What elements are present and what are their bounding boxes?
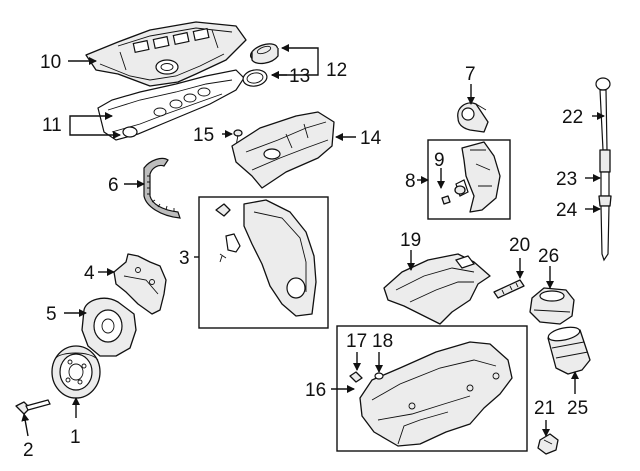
callout-7: 7 <box>465 64 476 85</box>
callout-25: 25 <box>567 398 588 419</box>
callout-24: 24 <box>556 200 578 221</box>
callout-16: 16 <box>305 380 326 401</box>
part-oil-filter <box>547 326 591 375</box>
callout-21: 21 <box>534 398 555 419</box>
callout-14: 14 <box>360 128 382 149</box>
callout-4: 4 <box>84 263 95 284</box>
callout-23: 23 <box>556 169 577 190</box>
callout-19: 19 <box>400 230 421 251</box>
part-oil-pickup <box>493 279 525 299</box>
callout-11: 11 <box>42 115 62 136</box>
leader-lines <box>21 44 605 437</box>
callout-8: 8 <box>405 171 416 192</box>
part-timing-cover-group <box>215 199 317 317</box>
callout-20: 20 <box>509 235 530 256</box>
callout-3: 3 <box>179 248 190 269</box>
callout-1: 1 <box>70 427 81 448</box>
part-timing-belt <box>143 157 181 219</box>
part-pulley-bolt <box>15 399 51 415</box>
callout-17: 17 <box>346 331 367 352</box>
part-inner-timing-cover <box>113 253 167 315</box>
part-filter-housing <box>529 287 575 325</box>
callout-12: 12 <box>326 60 347 81</box>
part-cap-seal <box>242 69 268 87</box>
part-valve-cover <box>85 21 247 87</box>
part-drain-plug <box>537 433 559 455</box>
callout-6: 6 <box>108 175 119 196</box>
part-water-pump-group <box>441 141 501 213</box>
callout-18: 18 <box>372 331 393 352</box>
callout-26: 26 <box>538 246 559 267</box>
part-oil-pan-group <box>349 341 513 447</box>
part-engine-cover <box>231 111 335 189</box>
callout-22: 22 <box>562 107 583 128</box>
callout-5: 5 <box>46 304 57 325</box>
callout-15: 15 <box>193 125 214 146</box>
part-valve-cover-gasket <box>97 69 245 141</box>
callout-2: 2 <box>23 440 34 461</box>
callout-13: 13 <box>289 66 310 87</box>
callout-box-3 <box>198 196 329 329</box>
part-oil-baffle <box>383 253 491 325</box>
part-dipstick <box>595 77 612 262</box>
part-crank-pulley <box>51 345 101 399</box>
part-bolt-15 <box>233 129 243 147</box>
callout-10: 10 <box>40 52 61 73</box>
callout-9: 9 <box>434 150 445 171</box>
part-crank-sprocket <box>81 297 137 357</box>
part-oil-filler-cap <box>249 43 279 65</box>
part-thermostat-housing <box>457 102 489 133</box>
